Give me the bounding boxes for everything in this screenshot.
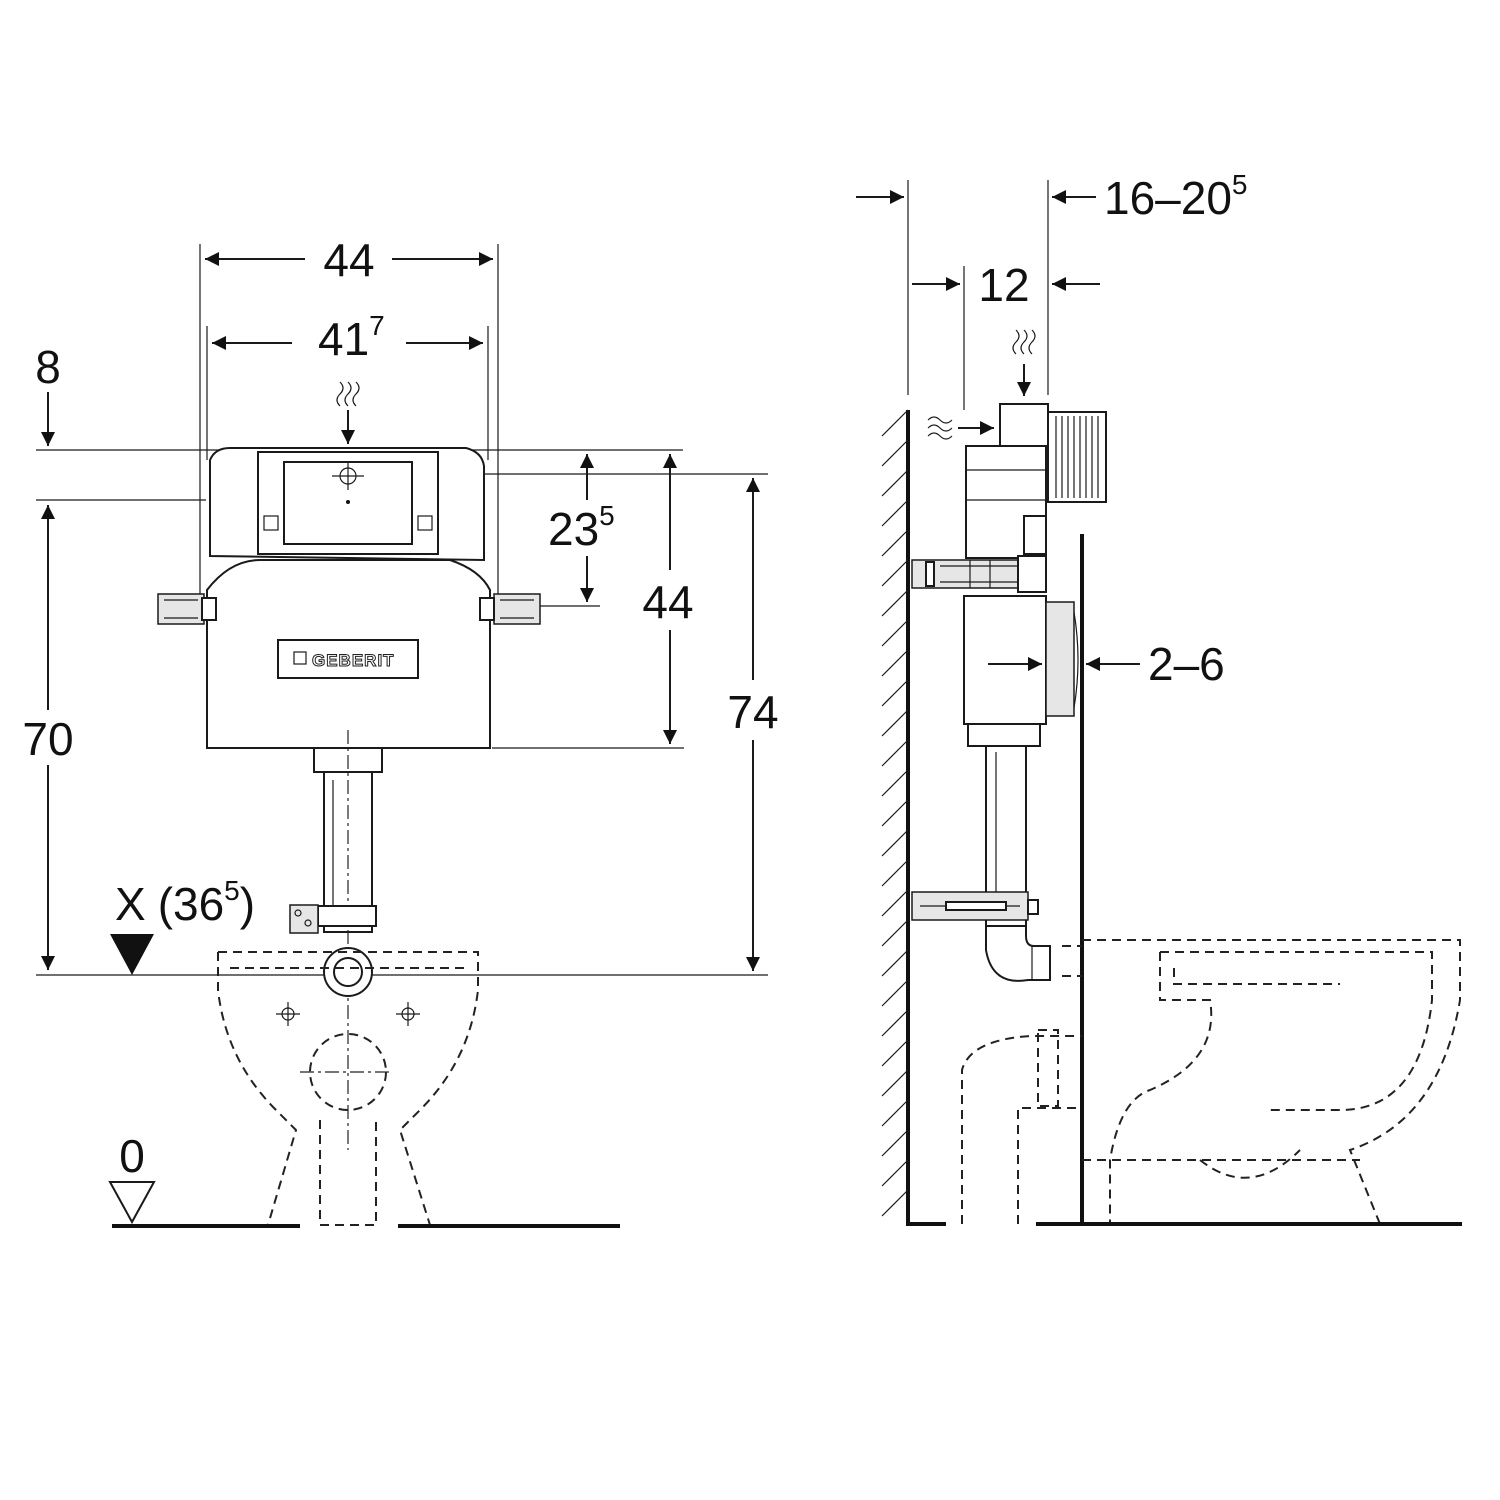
bracket-left: [157, 593, 217, 625]
cistern-frame: [209, 447, 485, 562]
dim-depth-12: 12: [912, 259, 1100, 410]
floor-front: 0: [108, 1130, 620, 1228]
dim-cistern-44-label: 44: [642, 576, 693, 628]
x-label: X: [115, 878, 146, 930]
water-inlet-icon: [336, 381, 360, 444]
brand-logo: GEBERIT: [312, 651, 395, 670]
dim-23-main: 23: [548, 503, 599, 555]
dim-gap-2-6: 2–6: [988, 638, 1225, 690]
water-inlet-icon: [1012, 329, 1036, 396]
cistern-side-top: [965, 403, 1107, 559]
x-paren-open: (36: [158, 878, 224, 930]
dim-74-label: 74: [727, 686, 778, 738]
dim-depth-16-20-5: 16–205: [856, 169, 1248, 395]
dim-16-20-main: 16–20: [1104, 172, 1232, 224]
crosshair-icon: [276, 1002, 300, 1026]
dim-70-label: 70: [22, 713, 73, 765]
bracket-right: [479, 593, 541, 625]
cistern-body: GEBERIT: [206, 559, 491, 749]
dim-2-6-label: 2–6: [1148, 638, 1225, 690]
x-level-marker: X (365): [110, 875, 255, 975]
flush-pipe: [289, 730, 383, 1150]
dim-12-label: 12: [978, 259, 1029, 311]
dim-overall-74: 74: [727, 478, 779, 971]
front-view: 44 417 8 70: [22, 234, 779, 1228]
dim-width-44: 44: [199, 234, 499, 600]
wall-bracket-lower: [911, 891, 1039, 921]
wc-bowl-side: [961, 939, 1461, 1225]
svg-text:16–205: 16–205: [1104, 169, 1248, 224]
dim-width-41-7: 417: [206, 310, 489, 460]
x-paren-close: ): [240, 878, 255, 930]
flush-pipe-side: [967, 723, 1051, 982]
svg-text:235: 235: [548, 500, 615, 555]
x-sup: 5: [224, 875, 240, 906]
water-inlet-icon: [927, 416, 994, 440]
dim-41-main: 41: [318, 313, 369, 365]
wall-bracket-upper: [911, 555, 1047, 593]
level-triangle-icon: [110, 934, 154, 975]
dim-23-sup: 5: [599, 500, 615, 531]
dim-41-sup: 7: [369, 310, 385, 341]
wc-bowl-front: [217, 951, 479, 1226]
dim-height-70: 70: [22, 505, 74, 970]
svg-text:X (365): X (365): [115, 875, 255, 930]
dim-cistern-44: 44: [492, 454, 694, 749]
wall-hatched: [881, 409, 946, 1226]
level-triangle-icon: [108, 1181, 156, 1225]
svg-text:417: 417: [318, 310, 385, 365]
dim-width-44-label: 44: [323, 234, 374, 286]
side-view: 16–205 12: [856, 169, 1462, 1226]
cistern-side-body: [963, 595, 1079, 725]
crosshair-icon: [396, 1002, 420, 1026]
dim-16-20-sup: 5: [1232, 169, 1248, 200]
crosshair-icon: [332, 462, 364, 490]
floor-level-label: 0: [119, 1130, 145, 1182]
dim-8-label: 8: [35, 341, 61, 393]
